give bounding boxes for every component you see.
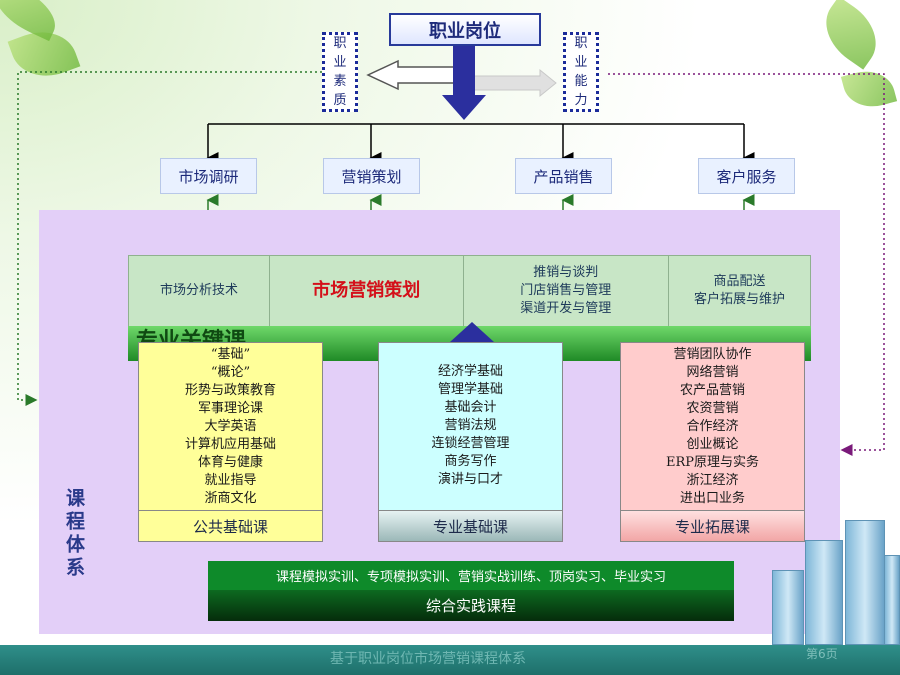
course-list: 营销团队协作 网络营销 农产品营销 农资营销 合作经济 创业概论 ERP原理与实…	[621, 343, 804, 510]
core-cell-line: 客户拓展与维护	[694, 292, 786, 307]
core-cell-line: 门店销售与管理	[520, 283, 612, 298]
tag-char: 素	[333, 74, 347, 89]
course-item: 农资营销	[686, 400, 739, 416]
up-arrow-icon	[450, 322, 494, 344]
job-position-title: 职业岗位	[389, 13, 541, 46]
function-customer-service: 客户服务	[698, 158, 795, 194]
course-item: 连锁经营管理	[431, 436, 510, 451]
course-item: 进出口业务	[679, 490, 745, 506]
footer-title: 基于职业岗位市场营销课程体系	[330, 651, 526, 667]
course-category-label: 公共基础课	[139, 510, 322, 541]
footer-bar	[0, 645, 900, 675]
course-category-label: 专业拓展课	[621, 510, 804, 541]
building-decoration	[884, 555, 900, 645]
course-item: 合作经济	[686, 418, 739, 434]
core-cell: 推销与谈判 门店销售与管理 渠道开发与管理	[463, 256, 670, 326]
tag-char: 业	[574, 55, 588, 70]
public-foundation-box: “基础” “概论” 形势与政策教育 军事理论课 大学英语 计算机应用基础 体育与…	[138, 342, 323, 542]
core-cell-highlight: 市场营销策划	[269, 256, 464, 326]
course-item: 创业概论	[686, 436, 739, 452]
course-item: 演讲与口才	[437, 472, 503, 487]
tag-char: 职	[574, 36, 588, 51]
professional-quality-tag: 职 业 素 质	[322, 32, 358, 112]
core-course-row: 市场分析技术 市场营销策划 推销与谈判 门店销售与管理 渠道开发与管理 商品配送…	[128, 255, 811, 327]
core-cell-line: 商品配送	[713, 274, 766, 289]
core-cell-line: 渠道开发与管理	[520, 301, 612, 316]
tag-char: 业	[333, 55, 347, 70]
course-item: 计算机应用基础	[184, 436, 276, 452]
course-item: 网络营销	[686, 364, 739, 380]
function-marketing-planning: 营销策划	[323, 158, 420, 194]
professional-extension-box: 营销团队协作 网络营销 农产品营销 农资营销 合作经济 创业概论 ERP原理与实…	[620, 342, 805, 542]
tag-char: 力	[574, 93, 588, 108]
course-item: 营销团队协作	[673, 346, 752, 362]
course-item: 商务写作	[444, 454, 497, 469]
core-cell-line: 市场营销策划	[312, 280, 421, 301]
course-list: “基础” “概论” 形势与政策教育 军事理论课 大学英语 计算机应用基础 体育与…	[139, 343, 322, 510]
course-item: 大学英语	[204, 418, 257, 434]
course-list: 经济学基础 管理学基础 基础会计 营销法规 连锁经营管理 商务写作 演讲与口才	[379, 343, 562, 510]
core-cell: 市场分析技术	[129, 256, 270, 326]
function-product-sales: 产品销售	[515, 158, 612, 194]
curriculum-system-label: 课程体系	[63, 488, 85, 580]
course-item: 形势与政策教育	[184, 382, 276, 398]
professional-foundation-box: 经济学基础 管理学基础 基础会计 营销法规 连锁经营管理 商务写作 演讲与口才 …	[378, 342, 563, 542]
down-arrow-shape	[442, 46, 486, 120]
building-decoration	[772, 570, 804, 645]
left-arrow-shape	[366, 59, 461, 91]
tag-char: 职	[333, 36, 347, 51]
function-market-research: 市场调研	[160, 158, 257, 194]
course-category-label: 专业基础课	[379, 510, 562, 541]
page-number: 第6页	[806, 647, 838, 661]
building-decoration	[805, 540, 843, 645]
course-item: 体育与健康	[197, 454, 263, 470]
course-item: 浙商文化	[204, 490, 257, 506]
course-item: 就业指导	[204, 472, 257, 488]
tag-char: 质	[333, 93, 347, 108]
building-decoration	[845, 520, 885, 645]
practice-course-label: 综合实践课程	[208, 590, 734, 621]
practice-items: 课程模拟实训、专项模拟实训、营销实战训练、顶岗实习、毕业实习	[208, 561, 734, 590]
course-item: 浙江经济	[686, 472, 739, 488]
core-cell: 商品配送 客户拓展与维护	[669, 256, 810, 326]
core-cell-line: 市场分析技术	[159, 283, 238, 298]
course-item: 经济学基础	[437, 364, 503, 379]
right-arrow-shape	[469, 68, 557, 98]
professional-ability-tag: 职 业 能 力	[563, 32, 599, 112]
course-item: 营销法规	[444, 418, 497, 433]
course-item: “概论”	[210, 364, 251, 380]
course-item: 管理学基础	[437, 382, 503, 397]
course-item: 农产品营销	[679, 382, 745, 398]
course-item: 军事理论课	[197, 400, 263, 416]
core-cell-line: 推销与谈判	[533, 265, 599, 280]
course-item: “基础”	[210, 346, 251, 362]
course-item: ERP原理与实务	[665, 454, 760, 470]
tag-char: 能	[574, 74, 588, 89]
course-item: 基础会计	[444, 400, 497, 415]
